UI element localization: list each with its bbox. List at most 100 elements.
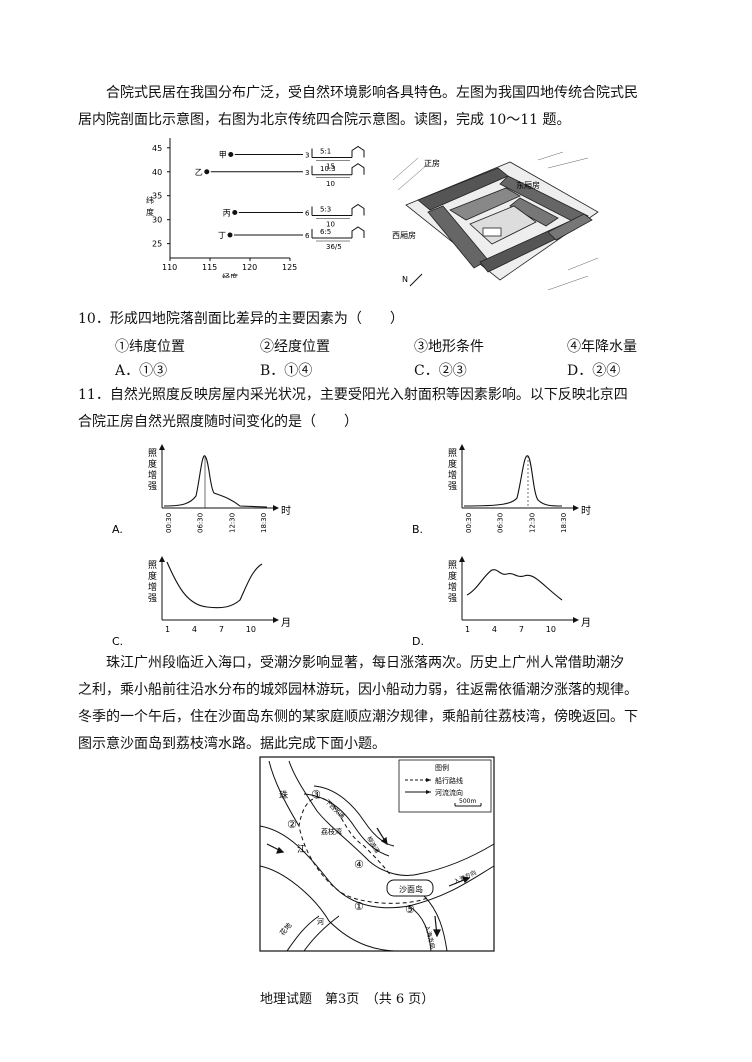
- x-tick-label: 12:30: [228, 513, 236, 533]
- y-tick-label: 35: [152, 192, 162, 201]
- y-tick-label: 40: [152, 168, 162, 177]
- location-label: 丁: [218, 231, 226, 240]
- y-axis-label: 强: [148, 481, 157, 492]
- house-icon: [351, 203, 365, 216]
- y-axis-label: 强: [448, 481, 457, 492]
- chart-letter: A.: [112, 523, 123, 536]
- chart-letter: B.: [412, 523, 423, 536]
- intro-paragraph-1: 合院式民居在我国分布广泛，受自然环境影响各具特色。左图为我国四地传统合院式民 居…: [78, 80, 698, 134]
- q11-line2: 合院正房自然光照度随时间变化的是（ ）: [78, 414, 358, 430]
- x-unit: 时: [581, 505, 591, 517]
- section-width: 15: [326, 163, 335, 171]
- location-point: [227, 232, 233, 238]
- intro2-line2: 之利，乘小船前往沿水分布的城郊园林游玩，因小船动力弱，往返需依循潮汐涨落的规律。: [78, 682, 638, 698]
- label-zhu: 珠: [279, 789, 288, 801]
- y-tick-label: 30: [152, 216, 162, 225]
- chart-letter: C.: [112, 635, 123, 648]
- marker-2: ②: [287, 818, 297, 831]
- y-arrow-icon: [459, 444, 465, 450]
- label-north: N: [402, 275, 408, 284]
- label-shamian: 沙面岛: [399, 884, 423, 894]
- marker-5: ⑤: [405, 903, 415, 916]
- house-icon: [351, 163, 365, 175]
- y-axis-label: 增: [148, 581, 157, 593]
- y-axis-label: 纬: [146, 195, 154, 205]
- section-ratio: 6:5: [320, 228, 331, 236]
- y-arrow-icon: [459, 556, 465, 562]
- location-label: 丙: [223, 208, 231, 217]
- right-figure-siheyuan: 正房 东厢房 西厢房 N: [388, 150, 606, 300]
- y-axis-label: 照: [148, 560, 157, 571]
- x-tick-label: 06:30: [197, 513, 205, 533]
- q10-item-4: ④年降水量: [567, 339, 637, 355]
- q11-line1: 11．自然光照度反映房屋内采光状况，主要受阳光入射面积等因素影响。以下反映北京四: [78, 387, 628, 403]
- y-axis-label: 度: [148, 570, 157, 582]
- q10-item-3: ③地形条件: [414, 339, 484, 355]
- y-axis-label: 度: [148, 458, 157, 470]
- intro-paragraph-2: 珠江广州段临近入海口，受潮汐影响显著，每日涨落两次。历史上广州人常借助潮汐 之利…: [78, 650, 718, 758]
- intro1-line1: 合院式民居在我国分布广泛，受自然环境影响各具特色。左图为我国四地传统合院式民: [106, 85, 638, 101]
- x-tick-label: 06:30: [497, 513, 505, 533]
- legend-route: 船行路线: [435, 776, 463, 785]
- x-tick-label: 18:30: [560, 513, 568, 533]
- q11-stem: 11．自然光照度反映房屋内采光状况，主要受阳光入射面积等因素影响。以下反映北京四…: [78, 382, 718, 436]
- legend-scale: 500m: [459, 798, 476, 805]
- legend-flow: 河流流向: [435, 788, 463, 797]
- map-shamian-lizhiwan: 沙面岛 ① ② ③ ④ ⑤ 珠 江 荔枝湾 花地 河 下西关涌 柳波涌 入海方向…: [259, 756, 495, 952]
- curve-d: [466, 569, 563, 601]
- north-arrow-icon: [409, 273, 423, 287]
- x-tick-label: 110: [162, 263, 177, 272]
- section-height: 6: [305, 232, 310, 240]
- y-axis-label: 增: [448, 581, 457, 593]
- section-ratio: 5:3: [320, 205, 331, 213]
- x-tick-label: 12:30: [528, 513, 536, 533]
- house-icon: [351, 226, 365, 238]
- x-tick-label: 1: [465, 625, 470, 634]
- location-point: [232, 209, 238, 215]
- x-tick-label: 4: [492, 625, 497, 634]
- map-legend: [398, 759, 492, 813]
- q10-item-2: ②经度位置: [260, 339, 330, 355]
- q10-choice-a: A．①③: [115, 363, 168, 379]
- section-width: 36/5: [326, 243, 342, 251]
- x-tick-label: 00:30: [165, 513, 173, 533]
- x-tick-label: 125: [282, 263, 297, 272]
- x-tick-label: 115: [202, 263, 217, 272]
- y-axis-label: 强: [448, 593, 457, 604]
- x-arrow-icon: [273, 505, 279, 511]
- section-ratio: 5:1: [320, 148, 331, 156]
- section-height: 6: [305, 209, 310, 217]
- x-tick-label: 10: [246, 625, 256, 634]
- section-height: 3: [305, 152, 309, 160]
- y-axis-label: 强: [148, 593, 157, 604]
- x-tick-label: 7: [219, 625, 224, 634]
- marker-3: ③: [311, 788, 321, 801]
- section-width: 10: [326, 220, 335, 228]
- x-tick-label: 7: [519, 625, 524, 634]
- q10-choice-c: C．②③: [414, 363, 467, 379]
- label-lizhiwan: 荔枝湾: [321, 827, 342, 836]
- house-icon: [351, 145, 365, 158]
- q10-stem: 10．形成四地院落剖面比差异的主要因素为（ ）: [78, 311, 404, 327]
- curve-b: [463, 455, 563, 507]
- label-main-house: 正房: [424, 158, 440, 168]
- section-ratio: 10:3: [320, 165, 336, 173]
- label-east-wing: 东厢房: [516, 180, 540, 190]
- intro2-line4: 图示意沙面岛到荔枝湾水路。据此完成下面小题。: [78, 736, 386, 752]
- label-west-wing: 西厢房: [392, 230, 416, 240]
- y-tick-label: 45: [152, 144, 162, 153]
- location-point: [204, 169, 210, 175]
- section-width: 10: [326, 180, 335, 188]
- y-axis-label: 增: [448, 469, 457, 481]
- location-label: 甲: [219, 151, 227, 160]
- page-footer: 地理试题 第3页 （共 6 页）: [260, 992, 435, 1007]
- x-unit: 月: [581, 617, 591, 629]
- x-tick-label: 1: [165, 625, 170, 634]
- intro2-line3: 冬季的一个午后，住在沙面岛东侧的某家庭顺应潮汐规律，乘船前往荔枝湾，傍晚返回。下: [78, 709, 638, 725]
- y-axis-label: 照: [148, 448, 157, 459]
- q10-item-1: ①纬度位置: [115, 339, 185, 355]
